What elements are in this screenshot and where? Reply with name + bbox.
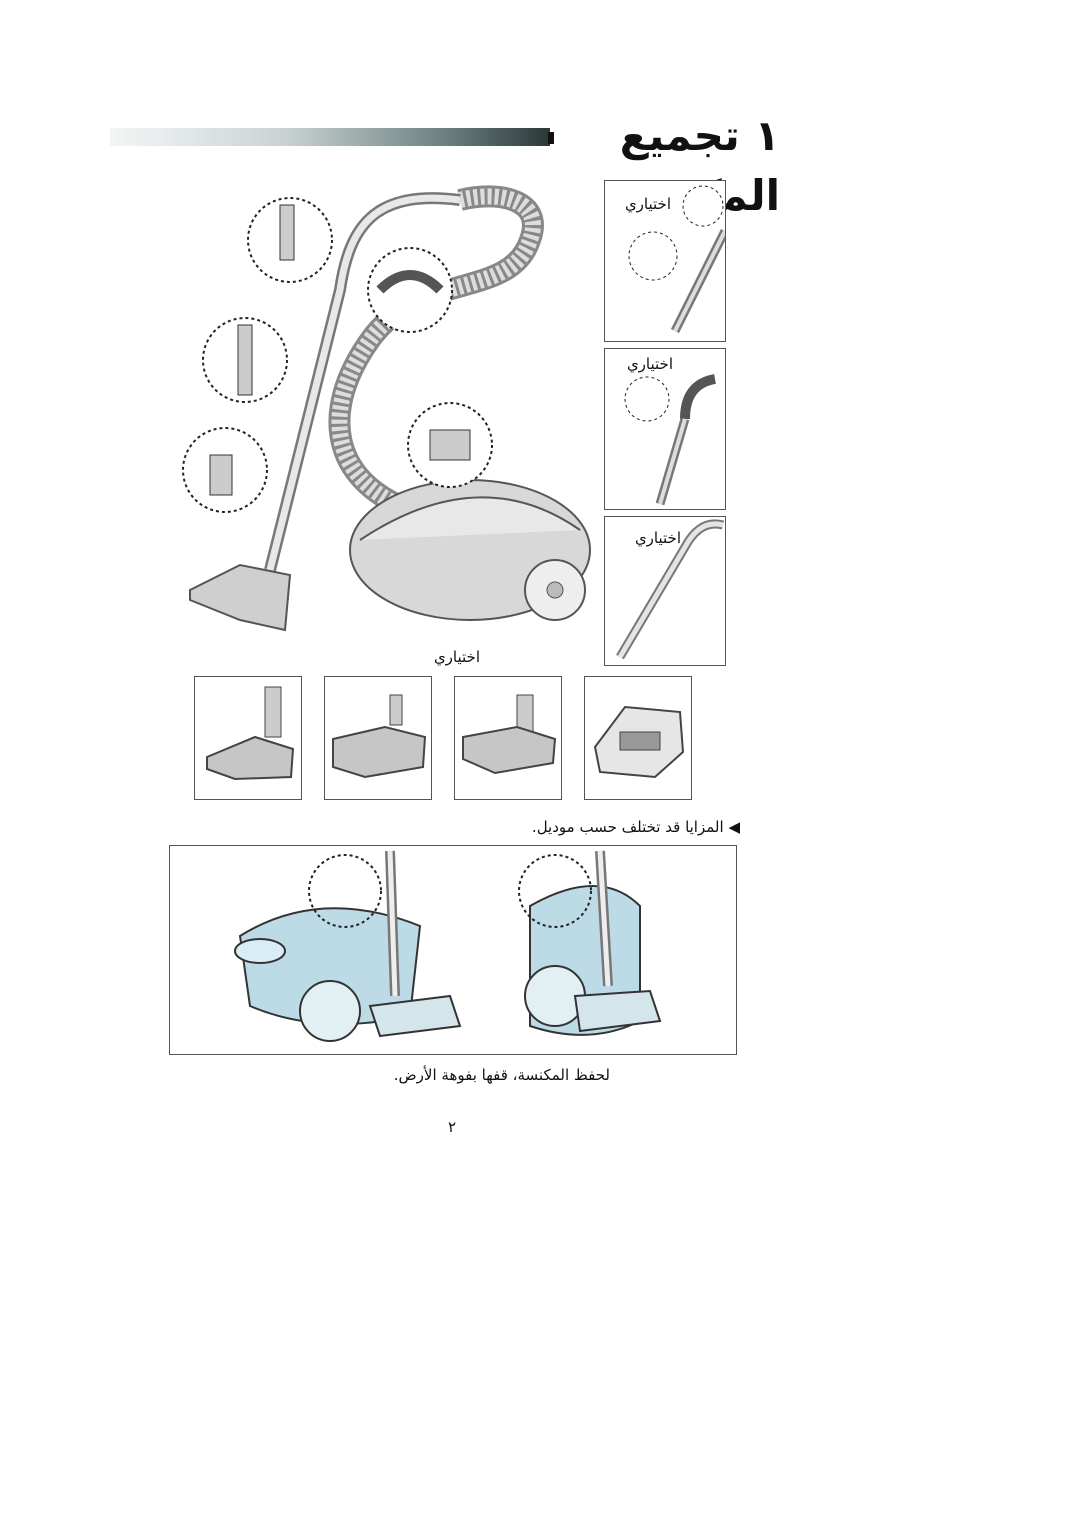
option-panel-label: اختياري — [626, 355, 673, 373]
storage-caption: لحفظ المكنسة، قفها بفوهة الأرض. — [393, 1066, 610, 1084]
option-panel-label: اختياري — [634, 529, 681, 547]
option-panel-hose-handle: اختياري — [604, 180, 726, 342]
accessory-dust-bag — [584, 676, 692, 800]
option-panel-pistol-grip: اختياري — [604, 348, 726, 510]
accessory-floor-brush — [324, 676, 432, 800]
accessories-option-label: اختياري — [433, 648, 480, 666]
brush-note-text: المزايا قد تختلف حسب موديل. — [531, 818, 724, 836]
section-number: ١ — [754, 111, 780, 160]
main-assembly-illustration — [180, 180, 600, 650]
storage-illustration-box — [169, 845, 737, 1055]
note-arrow-icon: ◀ — [728, 818, 740, 836]
accessory-parquet-brush — [454, 676, 562, 800]
title-marker — [548, 132, 554, 144]
accessory-turbo-brush — [194, 676, 302, 800]
title-gradient-bar — [110, 128, 550, 146]
option-panel-curved-wand: اختياري — [604, 516, 726, 666]
section-title: ١ تجميع المكنسة — [560, 106, 780, 220]
page-number: ٢ — [447, 1118, 457, 1136]
brush-note: ◀ المزايا قد تختلف حسب موديل. — [430, 818, 740, 836]
option-panel-label: اختياري — [624, 195, 671, 213]
